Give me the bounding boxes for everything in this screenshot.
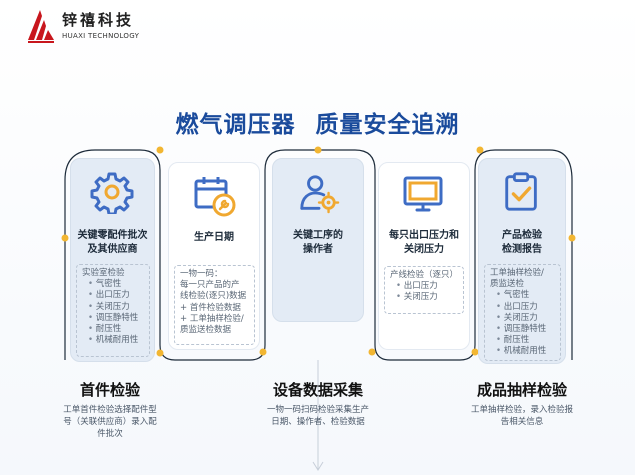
card-operator-title: 关键工序的 操作者 <box>293 230 343 255</box>
card-production-date-title: 生产日期 <box>194 232 234 243</box>
clipboard-check-icon <box>505 172 537 211</box>
card-production-date <box>168 162 260 350</box>
brand-logo: 锌禧科技 HUAXI TECHNOLOGY <box>26 6 156 46</box>
page-title: 燃气调压器质量安全追溯 <box>0 105 635 139</box>
stage-sampling-inspection-desc: 工单抽样检验，录入检验报 告相关信息 <box>470 405 573 427</box>
card-operator <box>272 158 364 322</box>
brand-name-cn: 锌禧科技 <box>62 11 135 29</box>
brand-name-en: HUAXI TECHNOLOGY <box>62 32 140 40</box>
flow-dot <box>156 349 164 357</box>
card-key-parts-title: 关键零配件批次 及其供应商 <box>77 230 148 255</box>
flow-dot <box>259 348 267 356</box>
page-title-part1: 燃气调压器 <box>175 112 296 138</box>
card-pressure <box>378 162 470 350</box>
stage-first-inspection-desc: 工单首件检验选择配件型 号（关联供应商）录入配 件批次 <box>63 405 157 439</box>
flow-dot <box>368 348 376 356</box>
calendar-wrench-icon <box>194 177 236 217</box>
flow-dot <box>156 146 164 154</box>
flow-dot <box>476 146 484 154</box>
gear-icon <box>90 172 134 214</box>
card-key-parts-detail: 实验室检验 气密性 出口压力 关闭压力 调压静特性 耐压性 机械耐用性 <box>76 264 150 357</box>
card-pressure-title: 每只出口压力和 关闭压力 <box>389 230 459 255</box>
stage-sampling-inspection-title: 成品抽样检验 <box>476 381 567 399</box>
stage-first-inspection-title: 首件检验 <box>79 381 140 399</box>
stage-equipment-data-title: 设备数据采集 <box>272 381 363 399</box>
monitor-icon <box>403 176 443 212</box>
brand-logo-mark-icon <box>28 10 54 43</box>
card-production-date-detail: 一物一码： 每一只产品的产 线检验(逐只)数据 + 首件检验数据 + 工单抽样检… <box>174 265 255 345</box>
stage-equipment-data-desc: 一物一码扫码检验采集生产 日期、操作者、检验数据 <box>266 405 369 427</box>
card-pressure-detail: 产线检验（逐只） 出口压力 关闭压力 <box>384 266 464 314</box>
flow-dot <box>471 348 479 356</box>
flow-dot <box>61 234 69 242</box>
card-inspection-report-detail: 工单抽样检验/ 质监送检 气密性 出口压力 关闭压力 调压静特性 耐压性 机械耐… <box>484 264 561 361</box>
flow-dot <box>314 146 322 154</box>
operator-gear-icon <box>300 175 340 214</box>
flow-dot <box>568 234 576 242</box>
card-inspection-report-title: 产品检验 检测报告 <box>502 230 542 255</box>
page-title-part2: 质量安全追溯 <box>315 112 460 138</box>
